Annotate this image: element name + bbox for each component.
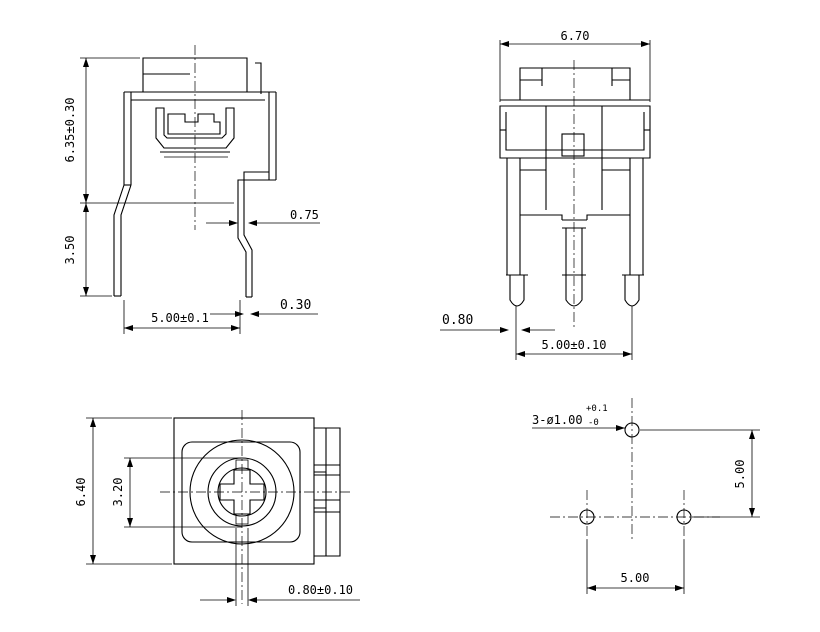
hole-tol-lower: -0: [588, 418, 599, 428]
footprint-vertical-pitch-label: 5.00: [733, 460, 747, 489]
top-height-label: 6.40: [74, 478, 88, 507]
front-view: 6.70 0.80: [440, 29, 651, 360]
front-width-label: 6.70: [561, 29, 590, 43]
top-rotor-diameter-label: 3.20: [111, 478, 125, 507]
side-height-lower-label: 3.50: [63, 236, 77, 265]
footprint-horizontal-pitch-label: 5.00: [621, 571, 650, 585]
top-slot-width-label: 0.80±0.10: [288, 583, 353, 597]
side-pin-width-label: 0.75: [290, 208, 319, 222]
side-height-total-label: 6.35±0.30: [63, 97, 77, 162]
footprint-view: 3-ø1.00 +0.1 -0 5.00 5.00: [532, 398, 760, 594]
hole-spec-label: 3-ø1.00: [532, 413, 583, 427]
front-pin-pitch-label: 5.00±0.10: [541, 338, 606, 352]
side-pin-thickness-label: 0.30: [280, 298, 311, 313]
side-pin-pitch-label: 5.00±0.1: [151, 311, 209, 325]
front-pin-offset-label: 0.80: [442, 313, 473, 328]
hole-tol-upper: +0.1: [586, 404, 608, 414]
side-view: 6.35±0.30 3.50 5.00±0.1 0.75 0.30: [63, 45, 320, 334]
top-view: 6.40 3.20 0.80±0.10: [74, 410, 360, 606]
